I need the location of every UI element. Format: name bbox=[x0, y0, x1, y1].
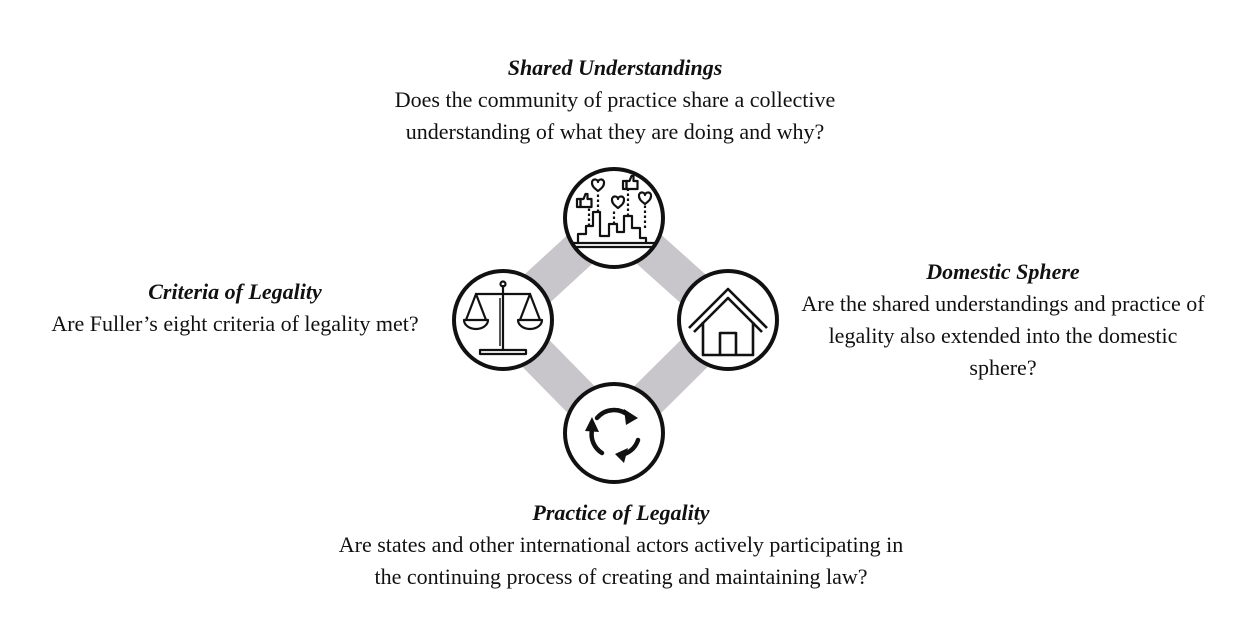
practice-of-legality-heading: Practice of Legality bbox=[532, 500, 710, 525]
shared-understandings-block: Shared Understandings Does the community… bbox=[330, 52, 900, 148]
node-bottom bbox=[563, 382, 665, 484]
cycle-arrows-icon bbox=[585, 407, 641, 463]
domestic-sphere-block: Domestic Sphere Are the shared understan… bbox=[798, 256, 1208, 384]
practice-of-legality-block: Practice of Legality Are states and othe… bbox=[330, 497, 912, 593]
criteria-of-legality-block: Criteria of Legality Are Fuller’s eight … bbox=[30, 276, 440, 340]
practice-of-legality-description: Are states and other international actor… bbox=[338, 532, 904, 589]
criteria-of-legality-heading: Criteria of Legality bbox=[148, 279, 322, 304]
node-top bbox=[563, 167, 665, 269]
domestic-sphere-description: Are the shared understandings and practi… bbox=[801, 291, 1205, 380]
criteria-of-legality-description: Are Fuller’s eight criteria of legality … bbox=[51, 311, 419, 336]
scales-of-justice-icon bbox=[462, 280, 544, 356]
domestic-sphere-heading: Domestic Sphere bbox=[926, 259, 1080, 284]
node-right bbox=[677, 269, 779, 371]
shared-understandings-heading: Shared Understandings bbox=[507, 55, 723, 80]
community-feedback-icon bbox=[572, 174, 656, 249]
house-icon bbox=[688, 287, 768, 357]
shared-understandings-description: Does the community of practice share a c… bbox=[394, 87, 836, 144]
node-left bbox=[452, 269, 554, 371]
